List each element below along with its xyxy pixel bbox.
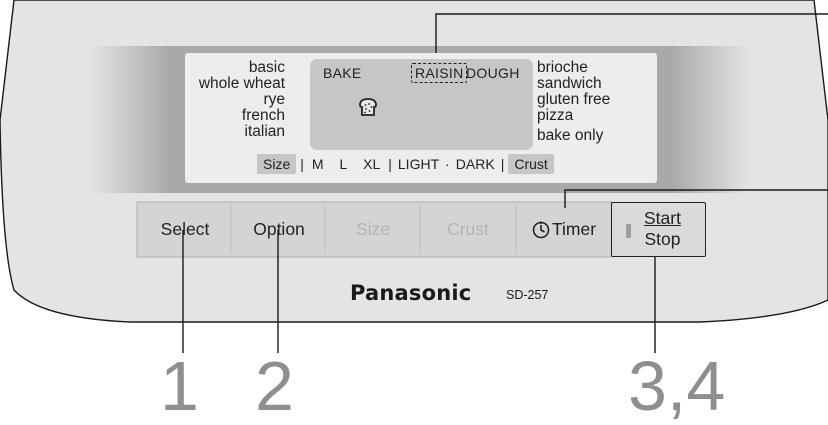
size-l: L <box>339 156 348 172</box>
size-button[interactable]: Size <box>355 219 391 239</box>
menu-item-whole-wheat: whole wheat <box>198 75 285 92</box>
callout-3-4: 3,4 <box>628 347 726 425</box>
crust-dot: · <box>445 156 450 172</box>
crust-dark: DARK <box>455 156 495 172</box>
divider: | <box>500 156 505 172</box>
menu-item-bake-only: bake only <box>537 127 604 144</box>
timer-label: Timer <box>551 219 597 239</box>
model-number: SD-257 <box>506 288 549 302</box>
crust-button[interactable]: Crust <box>447 219 489 239</box>
size-xl: XL <box>363 156 381 172</box>
start-indicator-led <box>626 224 631 238</box>
callout-2: 2 <box>255 347 294 425</box>
lcd-display: basic whole wheat rye french italian BAK… <box>185 53 657 183</box>
lcd-size-crust-row: Size | M L XL | LIGHT · DARK | Crust <box>255 153 556 175</box>
size-options: M L XL <box>306 156 386 172</box>
size-m: M <box>311 156 324 172</box>
divider: | <box>300 156 304 172</box>
menu-item-pizza: pizza <box>537 107 574 124</box>
start-label: Start <box>644 208 681 228</box>
menu-list-left: basic whole wheat rye french italian <box>199 60 285 140</box>
menu-item-rye: rye <box>263 91 285 108</box>
brand-logo: Panasonic <box>350 281 472 305</box>
size-indicator-label: Size <box>257 154 297 174</box>
mode-bake: BAKE <box>323 65 362 81</box>
stop-label: Stop <box>644 229 681 249</box>
lcd-status-window: BAKE RAISIN DOUGH <box>310 59 533 150</box>
menu-item-french: french <box>241 107 285 124</box>
crust-light: LIGHT <box>397 156 440 172</box>
bread-icon <box>359 98 377 116</box>
menu-list-right: brioche sandwich gluten free pizza bake … <box>537 60 610 144</box>
timer-button[interactable]: Timer <box>518 204 610 255</box>
option-button[interactable]: Option <box>253 219 305 239</box>
callout-1: 1 <box>160 347 199 425</box>
menu-item-italian: italian <box>244 123 286 140</box>
button-separators <box>230 205 517 254</box>
select-button[interactable]: Select <box>160 219 210 239</box>
mode-raisin: RAISIN <box>411 63 468 83</box>
timer-icon <box>532 221 550 238</box>
menu-item-gluten-free: gluten free <box>537 91 611 108</box>
mode-dough: DOUGH <box>466 65 520 81</box>
menu-item-sandwich: sandwich <box>537 75 602 92</box>
crust-indicator-label: Crust <box>508 154 554 174</box>
start-stop-button[interactable]: Start Stop <box>611 202 706 257</box>
start-stop-label: Start Stop <box>644 208 681 250</box>
menu-item-basic: basic <box>248 59 285 76</box>
leader-lines <box>182 13 828 353</box>
menu-item-brioche: brioche <box>537 59 588 76</box>
divider: | <box>388 156 392 172</box>
